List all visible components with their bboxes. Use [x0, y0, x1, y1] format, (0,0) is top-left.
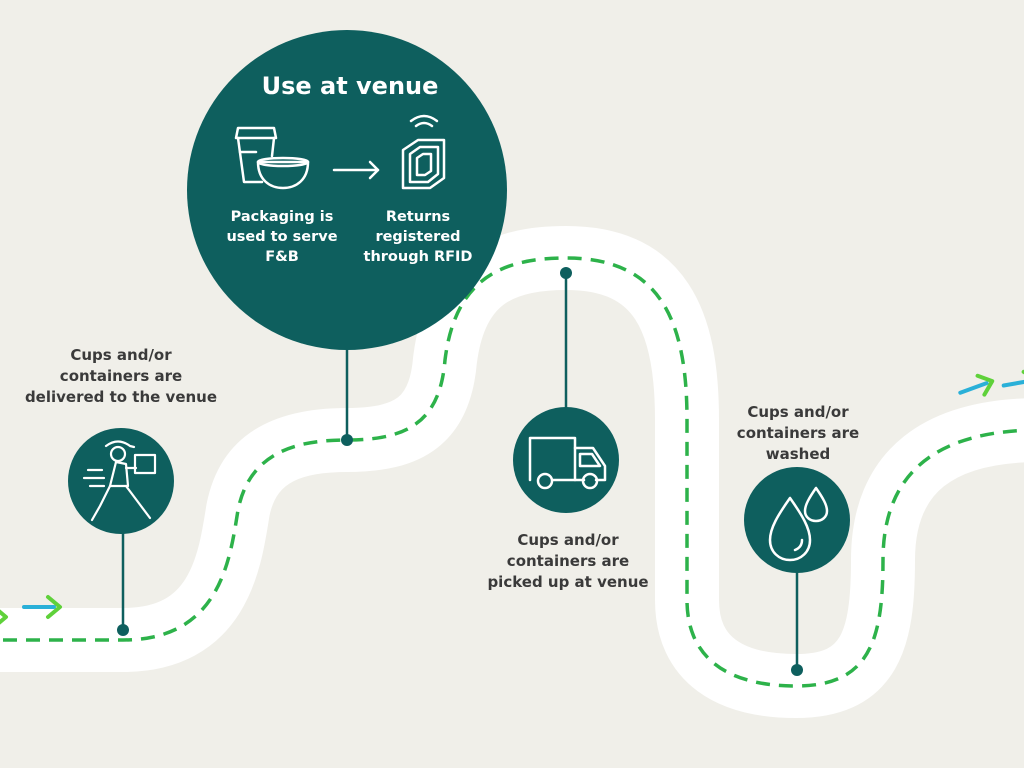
caption-line: F&B [265, 249, 299, 265]
caption-line: registered [375, 229, 461, 245]
dashed-route [0, 256, 1024, 688]
chevron-arrow-icon [1001, 369, 1024, 394]
label-line: Cups and/or [70, 346, 172, 364]
route-dot [560, 267, 572, 279]
rfid-chip-icon [401, 114, 446, 190]
water-drops-icon [768, 486, 829, 562]
step-picked-up-label: Cups and/or containers are picked up at … [470, 530, 666, 593]
caption-line: through RFID [363, 249, 473, 265]
label-line: picked up at venue [487, 573, 649, 591]
label-line: Cups and/or [747, 403, 849, 421]
label-line: washed [765, 445, 831, 463]
route-dot [117, 624, 129, 636]
caption-line: Packaging is [230, 209, 334, 225]
chevron-arrow-icon [958, 373, 995, 397]
cup-and-bowl-icon [234, 126, 310, 190]
route-dot [341, 434, 353, 446]
water-circle [744, 467, 850, 573]
label-line: containers are [59, 367, 183, 385]
venue-circle [187, 30, 507, 350]
label-line: delivered to the venue [24, 388, 218, 406]
label-line: containers are [506, 552, 630, 570]
step-delivered-label: Cups and/or containers are delivered to … [10, 345, 232, 408]
label-line: containers are [736, 424, 860, 442]
caption-line: used to serve [226, 229, 338, 245]
chevron-arrow-icon [22, 595, 62, 619]
chevron-arrow-icon [0, 609, 8, 625]
truck-icon [528, 436, 607, 490]
venue-title: Use at venue [261, 72, 439, 100]
venue-right-caption: Returns registered through RFID [358, 207, 478, 267]
venue-left-caption: Packaging is used to serve F&B [222, 207, 342, 267]
arrow-right-icon [332, 160, 380, 180]
delivery-person-icon [82, 440, 157, 522]
label-line: Cups and/or [517, 531, 619, 549]
step-washed-label: Cups and/or containers are washed [718, 402, 878, 465]
delivery-circle [68, 428, 174, 534]
caption-line: Returns [385, 209, 451, 225]
route-dot [791, 664, 803, 676]
